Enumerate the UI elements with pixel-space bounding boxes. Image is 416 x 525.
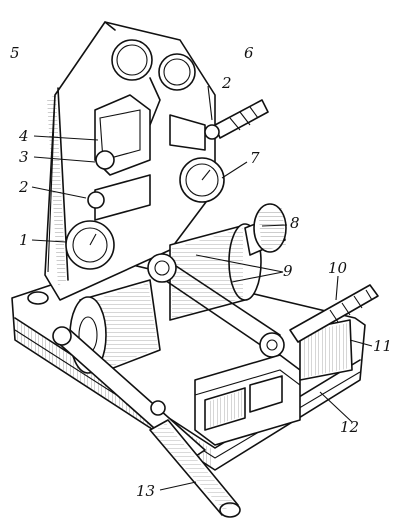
label-10: 10 <box>328 259 348 277</box>
clamp-blocks <box>204 375 283 431</box>
label-13: 13 <box>136 482 156 500</box>
connecting-rod <box>147 253 285 358</box>
dial-indicator-right <box>179 157 225 203</box>
corner-screw <box>27 291 49 305</box>
label-9: 9 <box>283 262 293 280</box>
label-2-upper: 2 <box>222 74 232 92</box>
dial-indicator-left <box>65 220 115 270</box>
label-3: 3 <box>19 148 29 166</box>
top-dial-indicators <box>111 39 196 126</box>
support-roller-lower <box>69 279 161 376</box>
label-7: 7 <box>250 149 260 167</box>
label-4: 4 <box>19 127 29 145</box>
label-6: 6 <box>244 44 254 62</box>
handle-lever <box>52 326 241 518</box>
label-1: 1 <box>19 231 29 249</box>
adjusting-screw <box>289 284 379 343</box>
label-2-lower: 2 <box>19 178 29 196</box>
leader-lines <box>31 85 373 491</box>
label-8: 8 <box>290 214 300 232</box>
label-5: 5 <box>10 44 20 62</box>
pivot-arms <box>87 150 151 221</box>
clamp-screw-upper <box>204 99 269 140</box>
label-11: 11 <box>373 337 393 355</box>
label-12: 12 <box>340 418 360 436</box>
